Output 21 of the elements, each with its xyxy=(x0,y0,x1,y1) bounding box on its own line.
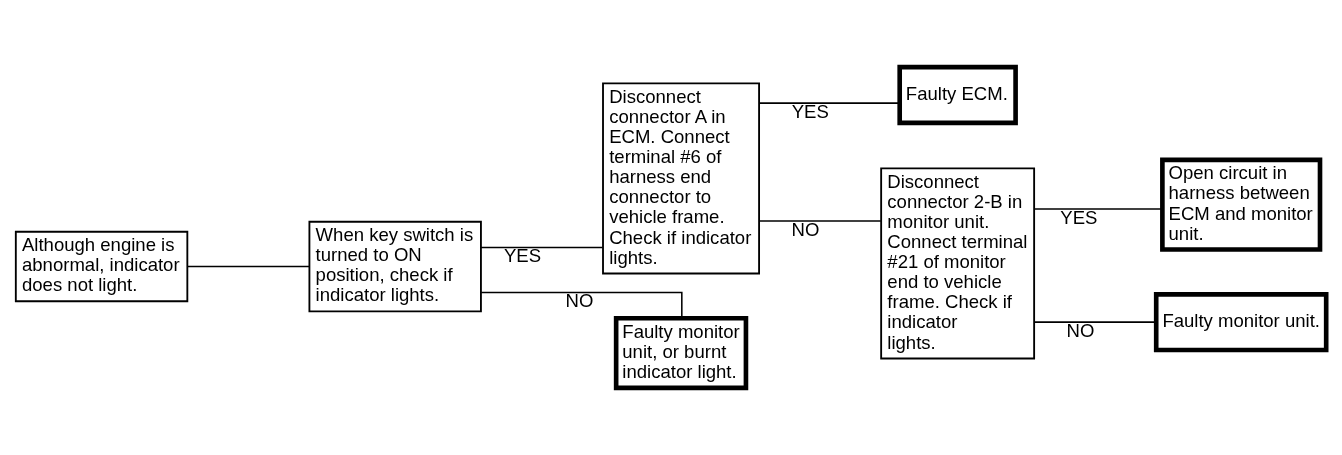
connector xyxy=(1033,208,1163,210)
edge-label: NO xyxy=(791,218,820,240)
node-box: Disconnect connector A in ECM. Connect terminal #6 of harness end connector to vehicle frame. Check if indicator lights. xyxy=(602,82,760,275)
edge-label: NO xyxy=(565,290,594,312)
edge-label: YES xyxy=(1060,206,1098,228)
node-box: Faulty monitor unit. xyxy=(1153,292,1329,353)
connector xyxy=(758,220,882,222)
node-box: Faulty ECM. xyxy=(897,64,1018,126)
edge-label: NO xyxy=(1066,319,1095,341)
connector xyxy=(186,265,310,268)
node-box: Although engine is abnormal, indicator does not light. xyxy=(14,230,189,303)
connector xyxy=(758,102,901,104)
edge-label: YES xyxy=(791,100,829,122)
node-box: Faulty monitor unit, or burnt indicator light. xyxy=(613,315,749,391)
edge-label: YES xyxy=(503,245,542,267)
node-box: When key switch is turned to ON position, check if indicator lights. xyxy=(308,220,482,313)
connector xyxy=(1033,321,1157,323)
node-box: Open circuit in harness between ECM and monitor unit. xyxy=(1160,157,1323,252)
connector xyxy=(480,291,683,319)
connector xyxy=(480,246,604,249)
node-box: Disconnect connector 2-B in monitor unit. Connect terminal #21 of monitor end to vehicle frame. Check if indicator lights. xyxy=(880,167,1036,360)
